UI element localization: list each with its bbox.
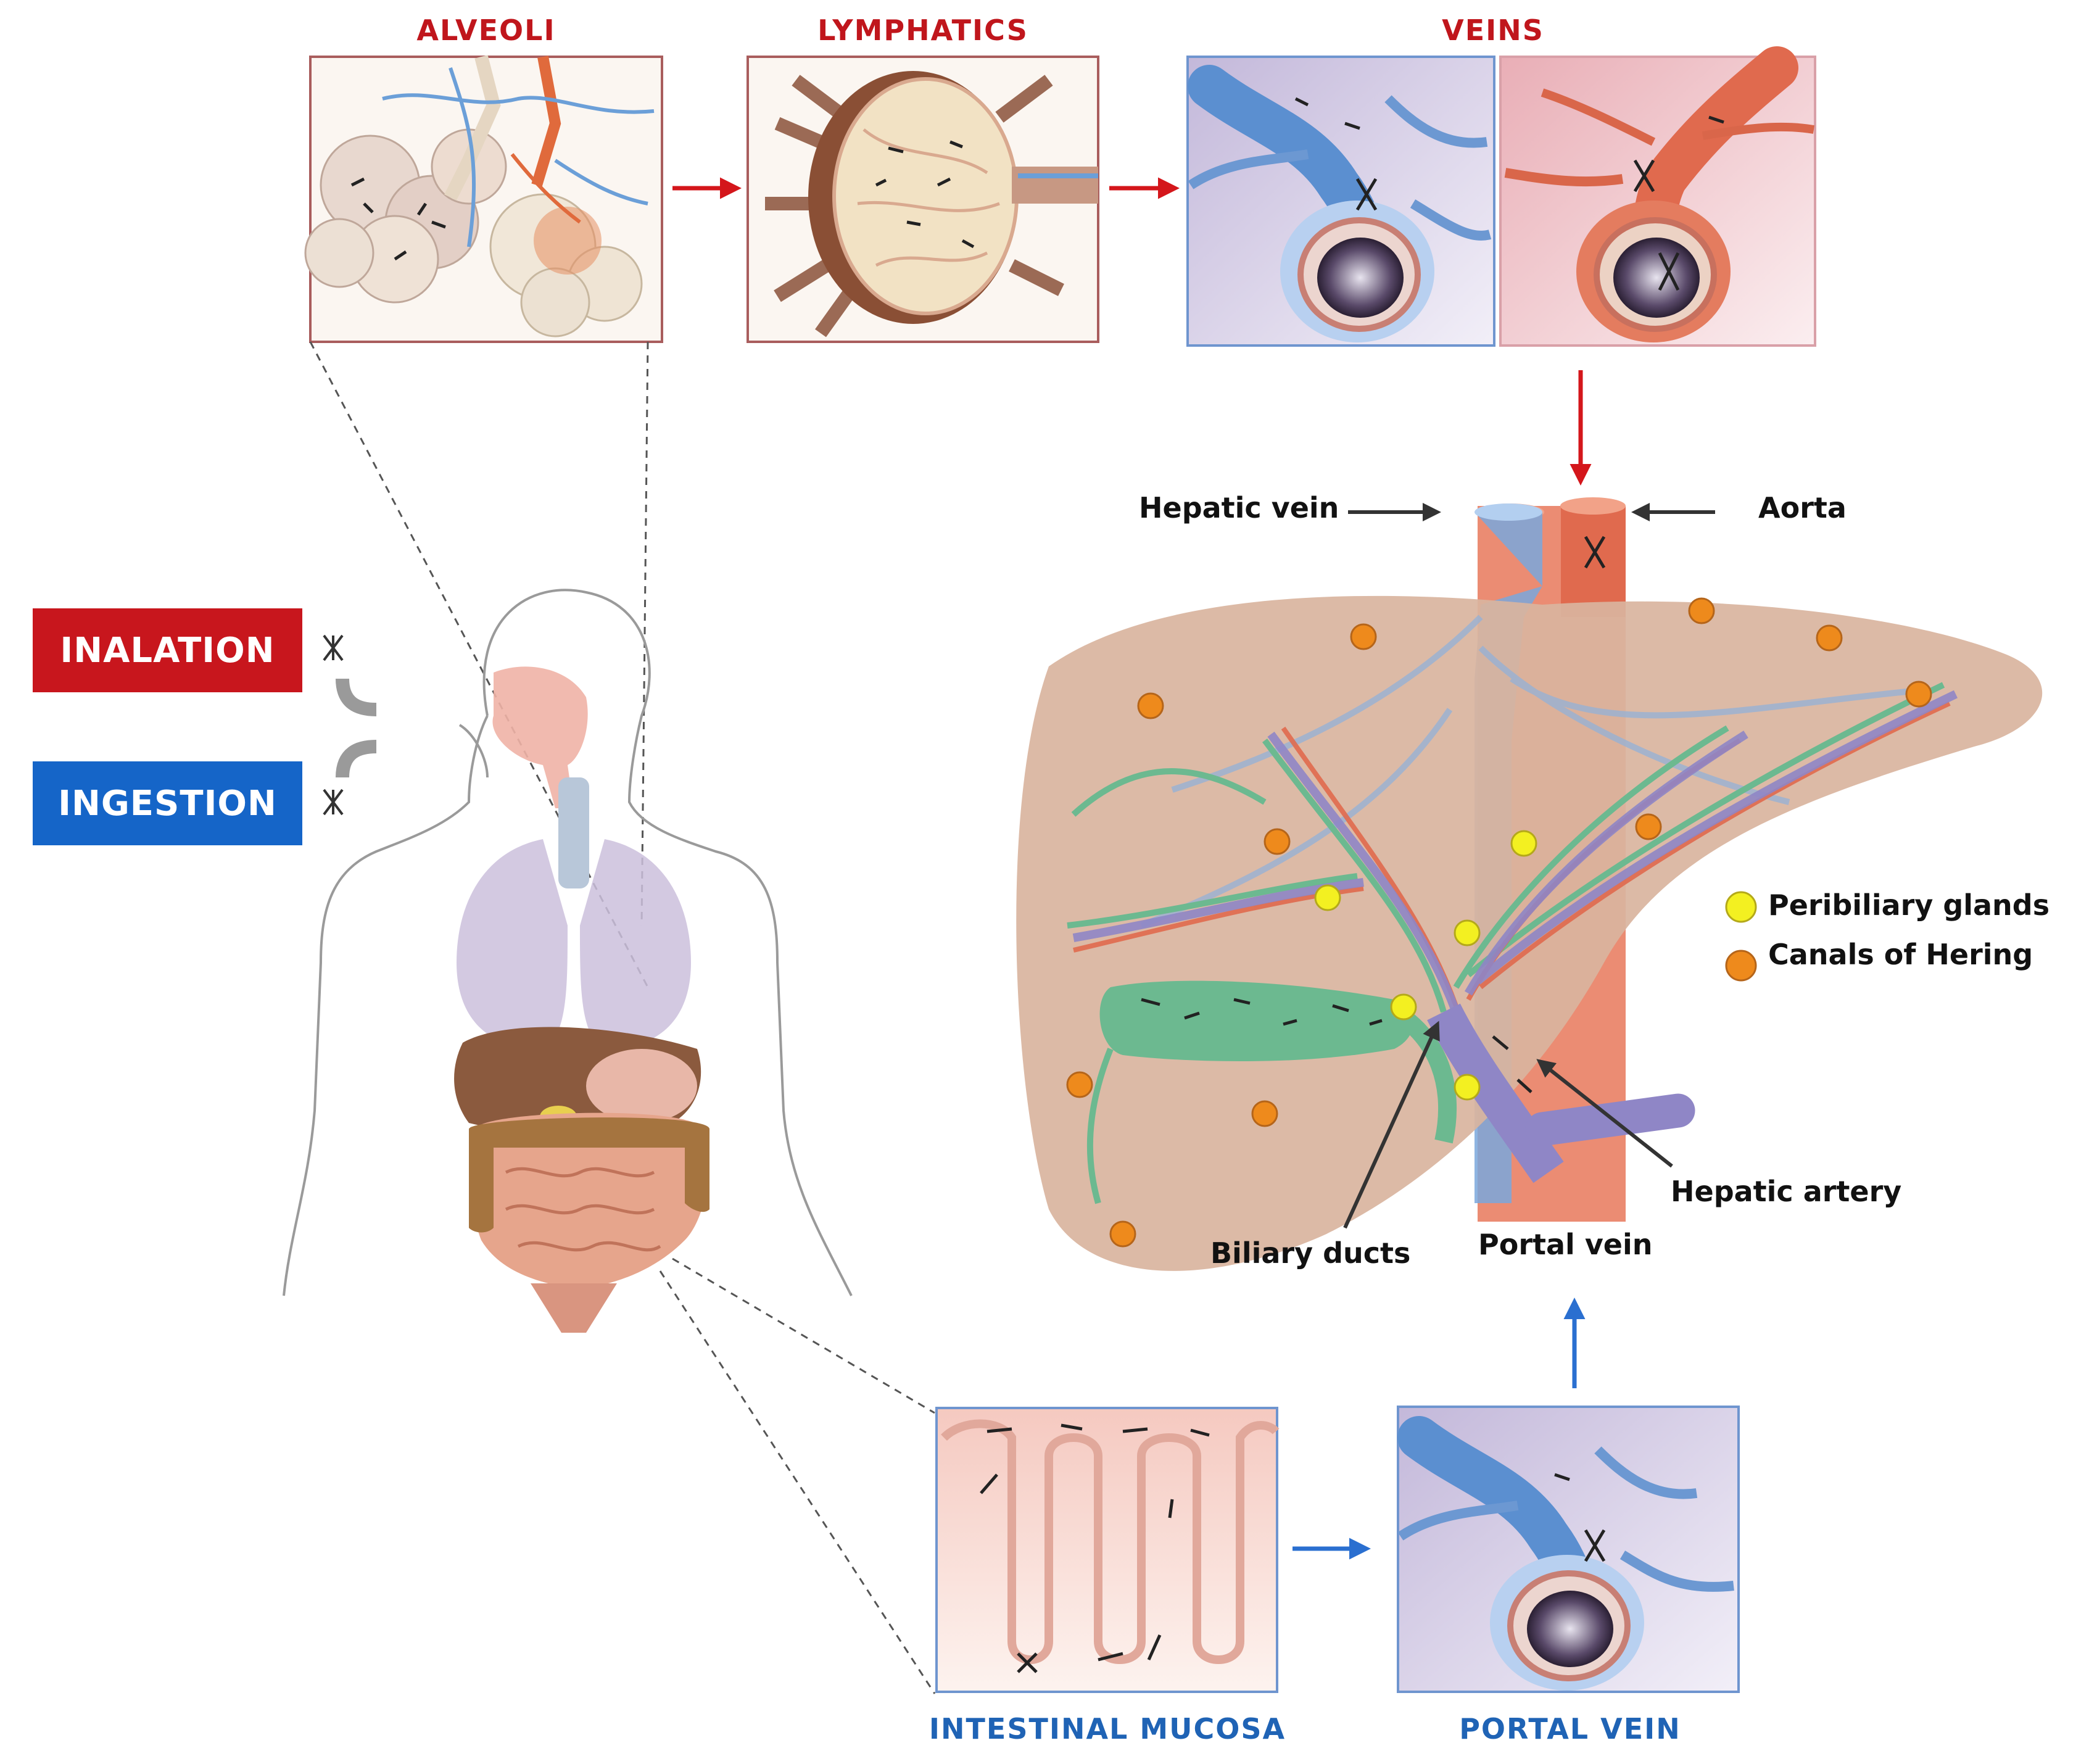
veins-panel-venous (1186, 56, 1495, 347)
lymphatics-title: LYMPHATICS (817, 14, 1028, 47)
lymphatics-panel (747, 56, 1099, 343)
portal-vein-title: PORTAL VEIN (1459, 1712, 1681, 1745)
legend-dot-peribiliary (1725, 891, 1757, 923)
lymph-node-illustration (765, 71, 1098, 337)
human-body-illustration (283, 589, 853, 1333)
hepatic-vein-label: Hepatic vein (1139, 491, 1339, 524)
portal-vein-panel (1397, 1406, 1740, 1693)
alveoli-cluster-illustration (304, 55, 655, 337)
pathogen-icon-inhalation (323, 634, 344, 661)
legend-dot-hering (1725, 950, 1757, 982)
inhalation-route-label: INALATION (33, 608, 302, 692)
biliary-ducts-label: Biliary ducts (1210, 1236, 1411, 1270)
liver-illustration (1016, 497, 2043, 1271)
alveoli-title: ALVEOLI (416, 14, 556, 47)
pathogen-icon-ingestion (323, 789, 344, 816)
alveoli-panel (304, 55, 663, 343)
portal-vein-label: Portal vein (1478, 1228, 1653, 1261)
veins-panel-arterial (1499, 46, 1816, 347)
peribiliary-glands-dots (1314, 830, 1537, 1101)
canals-of-hering-dots (1066, 597, 1932, 1248)
curved-arrow-ingestion (336, 740, 377, 778)
veins-title: VEINS (1442, 14, 1544, 47)
aorta-label: Aorta (1758, 491, 1847, 524)
curved-arrow-inhalation (336, 678, 377, 716)
intestinal-mucosa-title: INTESTINAL MUCOSA (929, 1712, 1286, 1745)
arrow-biliary-ducts (1343, 1021, 1440, 1229)
legend-label-canals-of-hering: Canals of Hering (1768, 938, 2033, 971)
legend-label-peribiliary-glands: Peribiliary glands (1768, 888, 2050, 922)
ingestion-route-label: INGESTION (33, 761, 302, 845)
dashed-guide-lines (309, 341, 936, 1694)
hepatic-artery-label: Hepatic artery (1671, 1175, 1902, 1208)
intestinal-mucosa-panel (935, 1407, 1280, 1693)
arrow-hepatic-artery (1536, 1059, 1673, 1168)
